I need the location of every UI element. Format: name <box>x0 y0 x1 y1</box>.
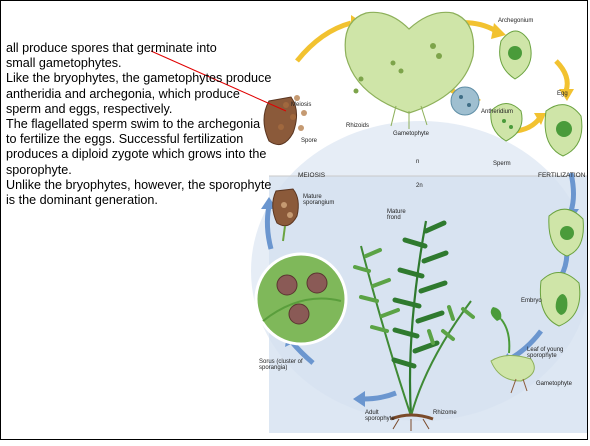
text-paragraph-3: The flagellated sperm swim to the archeg… <box>6 117 274 178</box>
label-mature-sporangium: Mature sporangium <box>303 194 337 206</box>
arrow-down-right <box>556 61 567 91</box>
egg-illustration <box>545 105 582 156</box>
label-rhizome: Rhizome <box>433 410 457 416</box>
label-gametophyte-2: Gametophyte <box>536 381 572 387</box>
archegonium-illustration <box>500 31 532 79</box>
text-line-2: small gametophytes. <box>6 56 274 71</box>
label-fertilization: FERTILIZATION <box>538 172 585 179</box>
label-mature-frond: Mature frond <box>387 209 417 221</box>
label-antheridium: Antheridium <box>481 109 513 115</box>
sorus-illustration <box>256 254 346 344</box>
text-line-1: all produce spores that germinate into <box>6 41 274 56</box>
text-paragraph-2: Like the bryophytes, the gametophytes pr… <box>6 71 274 117</box>
label-egg: Egg <box>557 91 568 97</box>
label-archegonium: Archegonium <box>498 18 533 24</box>
gametophyte-illustration <box>345 12 473 129</box>
label-gametophyte: Gametophyte <box>393 131 429 137</box>
arrow-to-gametophyte <box>297 23 351 61</box>
body-text: all produce spores that germinate into s… <box>6 41 274 208</box>
label-meiosis-small: Meiosis <box>291 102 311 108</box>
label-embryo: Embryo <box>521 298 542 304</box>
label-diploid: 2n <box>416 183 423 189</box>
label-adult-sporophyte: Adult sporophyte <box>365 410 395 422</box>
label-sorus: Sorus (cluster of sporangia) <box>259 359 307 371</box>
arrow-to-archegonium-head <box>491 23 506 39</box>
label-meiosis: MEIOSIS <box>298 172 325 179</box>
label-sperm: Sperm <box>493 161 511 167</box>
label-spore: Spore <box>301 138 317 144</box>
label-haploid: n <box>416 159 419 165</box>
text-paragraph-4: Unlike the bryophytes, however, the spor… <box>6 178 274 208</box>
label-rhizoids: Rhizoids <box>346 123 369 129</box>
label-leaf-young-sporophyte: Leaf of young sporophyte <box>527 347 567 359</box>
